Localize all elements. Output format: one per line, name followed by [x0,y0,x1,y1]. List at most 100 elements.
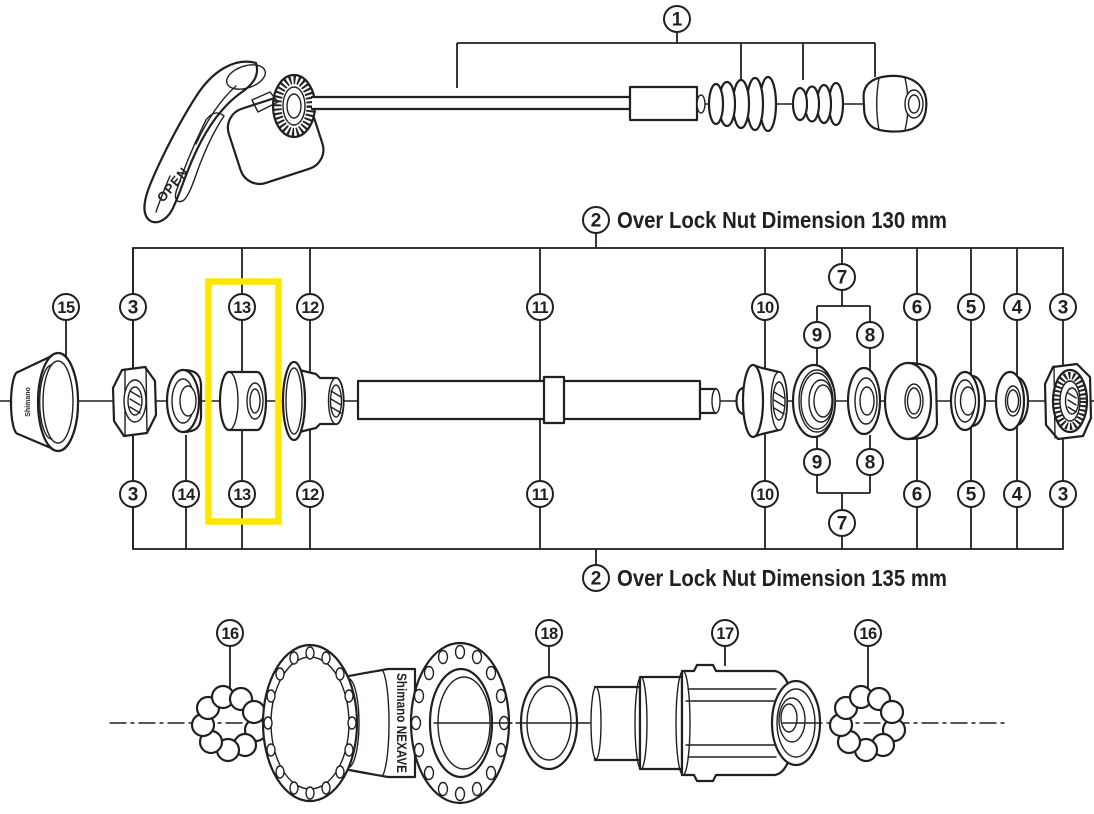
part-9-seal-ring [791,363,837,439]
svg-text:8: 8 [865,453,876,474]
svg-text:3: 3 [128,485,139,506]
part-16-bearing-balls-right [828,684,907,763]
svg-text:4: 4 [1012,485,1023,506]
svg-text:3: 3 [128,298,139,319]
callout-6-bottom: 6 [903,480,931,508]
callout-6-top: 6 [903,293,931,321]
svg-text:7: 7 [837,514,848,535]
callout-16-right: 16 [854,619,882,647]
svg-text:2: 2 [591,569,602,590]
svg-text:16: 16 [221,625,239,643]
part-8-cone [846,366,882,436]
part-18-seal-ring [519,675,579,771]
callout-10-bottom: 10 [751,480,779,508]
svg-text:Over Lock Nut Dimension 130 mm: Over Lock Nut Dimension 130 mm [617,207,947,233]
callouts: 1 2 2 15 3 13 12 11 [52,5,1077,647]
svg-text:13: 13 [233,486,251,504]
callout-17: 17 [711,619,739,647]
part-11-axle [356,375,721,425]
svg-text:12: 12 [301,299,319,317]
callout-14-bottom: 14 [172,480,200,508]
svg-text:12: 12 [301,486,319,504]
callout-5-top: 5 [957,293,985,321]
hub-assembly: Shimano NEXAVE [190,641,907,805]
quick-release-assembly: OPEN [143,60,928,224]
callout-2-bottom: 2 [582,564,610,592]
part-13-spacer [218,370,268,432]
callout-18: 18 [535,619,563,647]
svg-text:15: 15 [57,299,75,317]
part-3-hex-locknut-right [1043,362,1093,441]
dust-cap-engraving: Shimano [25,387,32,417]
part-5-washer [949,370,987,432]
part-14-washer [165,368,203,434]
callout-5-bottom: 5 [957,480,985,508]
part-17-freehub-body [590,663,822,783]
part-12-locknut [281,360,345,442]
part-6-washer-large [883,361,939,441]
callout-11-top: 11 [526,293,554,321]
svg-text:9: 9 [812,326,823,347]
callout-3-top-right: 3 [1049,293,1077,321]
callout-7-top: 7 [828,263,856,291]
callout-8-top: 8 [856,321,884,349]
qr-serrated-ring [271,73,317,139]
svg-text:11: 11 [532,486,549,504]
callout-2-top: 2 [582,206,610,234]
part-15-dust-cap: Shimano [9,351,80,453]
svg-text:5: 5 [966,485,977,506]
callout-7-bottom: 7 [828,509,856,537]
callout-12-bottom: 12 [296,480,324,508]
svg-text:10: 10 [756,299,774,317]
svg-text:4: 4 [1012,298,1023,319]
svg-text:6: 6 [912,485,923,506]
callout-13-top: 13 [228,293,256,321]
qr-skewer-rod [310,85,706,122]
callout-4-top: 4 [1003,293,1031,321]
svg-text:2: 2 [591,211,602,232]
callout-3-top-left: 3 [119,293,147,321]
callout-9-top: 9 [803,321,831,349]
part-4-washer [994,370,1030,432]
qr-spring-large [707,75,778,133]
svg-text:11: 11 [532,299,549,317]
callout-12-top: 12 [296,293,324,321]
svg-text:Over Lock Nut Dimension 135 mm: Over Lock Nut Dimension 135 mm [617,565,947,591]
callout-10-top: 10 [751,293,779,321]
svg-text:7: 7 [837,268,848,289]
callout-16-left: 16 [216,619,244,647]
callout-9-bottom: 9 [803,448,831,476]
svg-text:8: 8 [865,326,876,347]
callout-11-bottom: 11 [526,480,554,508]
svg-text:6: 6 [912,298,923,319]
right-flange-spoke-holes [410,644,510,802]
svg-text:17: 17 [716,625,734,643]
axle-assembly: Shimano [9,351,1093,453]
qr-adjusting-nut [862,74,928,133]
callout-8-bottom: 8 [856,448,884,476]
callout-4-bottom: 4 [1003,480,1031,508]
svg-text:10: 10 [756,486,774,504]
highlight-box-part-13 [205,278,282,525]
svg-text:13: 13 [233,299,251,317]
svg-text:3: 3 [1058,298,1069,319]
svg-text:14: 14 [177,486,196,504]
svg-text:1: 1 [672,10,683,31]
svg-text:5: 5 [966,298,977,319]
svg-text:3: 3 [1058,485,1069,506]
callout-13-bottom: 13 [228,480,256,508]
callout-1: 1 [663,5,691,33]
callout-3-bottom-left: 3 [119,480,147,508]
qr-spring-small [791,81,845,127]
hub-shell-engraving: Shimano NEXAVE [394,673,410,773]
hub-shell: Shimano NEXAVE [261,641,513,805]
svg-text:9: 9 [812,453,823,474]
part-10-cone-locknut [735,363,789,439]
part-3-hex-nut-left [111,365,158,438]
callout-15-top: 15 [52,293,80,321]
svg-text:16: 16 [859,625,877,643]
left-flange-spoke-holes [263,646,357,800]
dimension-label-135: Over Lock Nut Dimension 135 mm [617,565,947,591]
